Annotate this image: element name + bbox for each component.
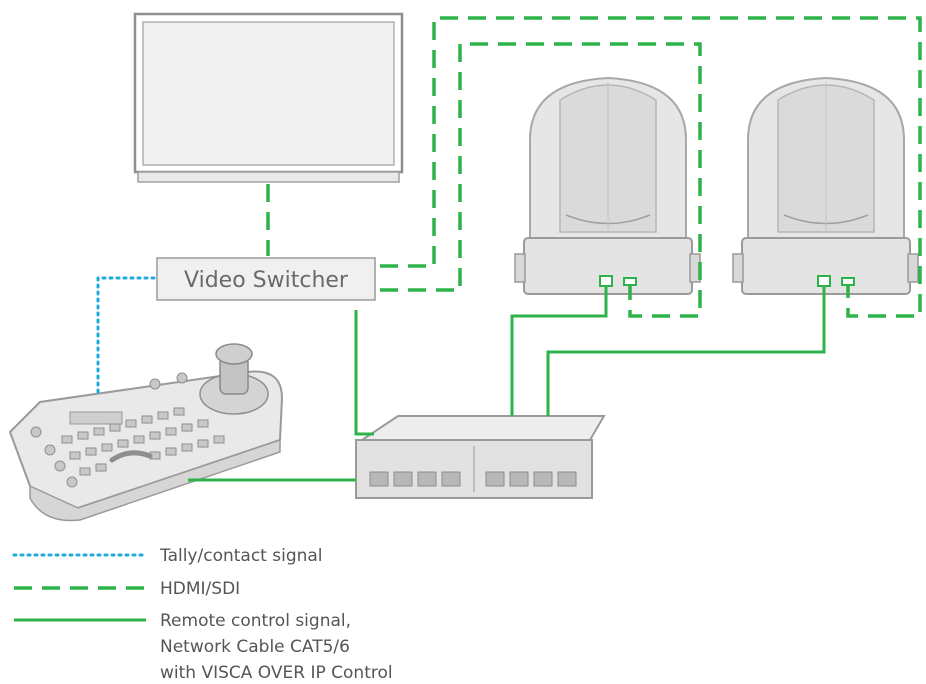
legend: Tally/contact signal HDMI/SDI Remote con…	[12, 546, 393, 683]
tally-line	[96, 276, 159, 394]
legend-remote-text-1: Remote control signal,	[160, 611, 351, 631]
switch-ports	[369, 471, 577, 487]
video-switcher-label: Video Switcher	[184, 268, 349, 293]
controller-buttons	[30, 372, 225, 488]
legend-tally-text: Tally/contact signal	[159, 546, 323, 566]
hdmi-lines	[266, 16, 922, 318]
legend-hdmi-text: HDMI/SDI	[160, 579, 240, 599]
legend-remote-text-2: Network Cable CAT5/6	[160, 637, 350, 657]
monitor	[133, 12, 404, 183]
camera-2-lan-port-icon	[817, 275, 831, 287]
network-switch	[355, 415, 606, 499]
ptz-camera-2	[732, 76, 919, 295]
camera-1-lan-port-icon	[599, 275, 613, 287]
remote-control-lines	[188, 286, 826, 482]
legend-remote-text-3: with VISCA OVER IP Control	[160, 663, 393, 683]
video-switcher: Video Switcher	[156, 257, 376, 301]
camera-2-hdmi-port-icon	[841, 277, 855, 286]
ptz-controller	[8, 343, 284, 522]
camera-1-hdmi-port-icon	[623, 277, 637, 286]
ptz-camera-1	[514, 76, 701, 295]
